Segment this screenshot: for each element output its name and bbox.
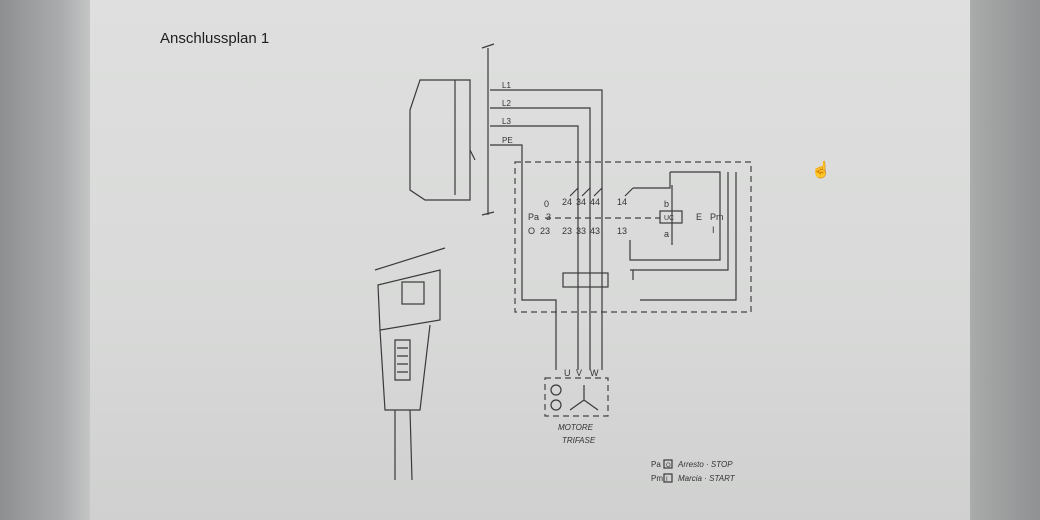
label-l2: L2 <box>502 99 511 108</box>
label-43: 43 <box>590 226 600 236</box>
label-34: 34 <box>576 197 586 207</box>
coil-box <box>659 210 683 224</box>
wire-l3 <box>490 125 579 370</box>
legend-box <box>663 473 673 483</box>
label-w: W <box>590 368 599 378</box>
label-pm: Pm <box>710 212 724 222</box>
switch-labels: 0 Pa 3 O 23 24 34 44 14 23 33 43 13 b a … <box>528 197 724 239</box>
label-v: V <box>576 368 582 378</box>
label-a: a <box>664 229 669 239</box>
motor-star-icon <box>569 385 599 411</box>
label-zero: 0 <box>544 199 549 209</box>
label-23a: 23 <box>540 226 550 236</box>
wire-l1 <box>490 89 603 370</box>
legend-box-label: I <box>666 477 668 483</box>
control-circuit <box>569 171 737 301</box>
legend-box-label: O <box>666 463 671 469</box>
label-24: 24 <box>562 197 572 207</box>
ground-icon <box>550 384 562 396</box>
wire-l2 <box>490 107 591 370</box>
label-stop-box: O <box>528 226 535 236</box>
legend-text: Arresto · STOP <box>677 460 733 469</box>
monitor-screen <box>90 0 970 520</box>
label-14: 14 <box>617 197 627 207</box>
motor-labels: U V W MOTORE TRIFASE <box>558 368 599 445</box>
legend: Pa O Arresto · STOP Pm I Marcia · START <box>651 459 736 483</box>
label-33: 33 <box>576 226 586 236</box>
legend-code: Pm <box>651 474 663 483</box>
label-l3: L3 <box>502 117 511 126</box>
switch-enclosure <box>514 161 752 313</box>
label-pe: PE <box>502 136 513 145</box>
label-l1: L1 <box>502 81 511 90</box>
thermal-relay <box>562 272 609 288</box>
label-coil: UC <box>664 215 674 222</box>
page-title: Anschlussplan 1 <box>160 30 270 47</box>
label-13: 13 <box>617 226 627 236</box>
motor-label-2: TRIFASE <box>562 436 596 445</box>
legend-text: Marcia · START <box>678 474 736 483</box>
label-b: b <box>664 199 669 209</box>
label-u: U <box>564 368 571 378</box>
motor-label-1: MOTORE <box>558 423 594 432</box>
motor-box <box>544 377 609 417</box>
plug-drawing <box>374 247 446 481</box>
label-pa: Pa <box>528 212 539 222</box>
label-23b: 23 <box>562 226 572 236</box>
label-44: 44 <box>590 197 600 207</box>
label-e: E <box>696 212 702 222</box>
legend-code: Pa <box>651 460 661 469</box>
label-start-box: I <box>712 225 715 235</box>
label-3: 3 <box>546 212 551 222</box>
hand-cursor-icon: ☝ <box>811 162 831 179</box>
terminal-icon <box>550 399 562 411</box>
socket-drawing <box>409 43 495 216</box>
legend-box <box>663 459 673 469</box>
wire-pe <box>490 144 557 370</box>
